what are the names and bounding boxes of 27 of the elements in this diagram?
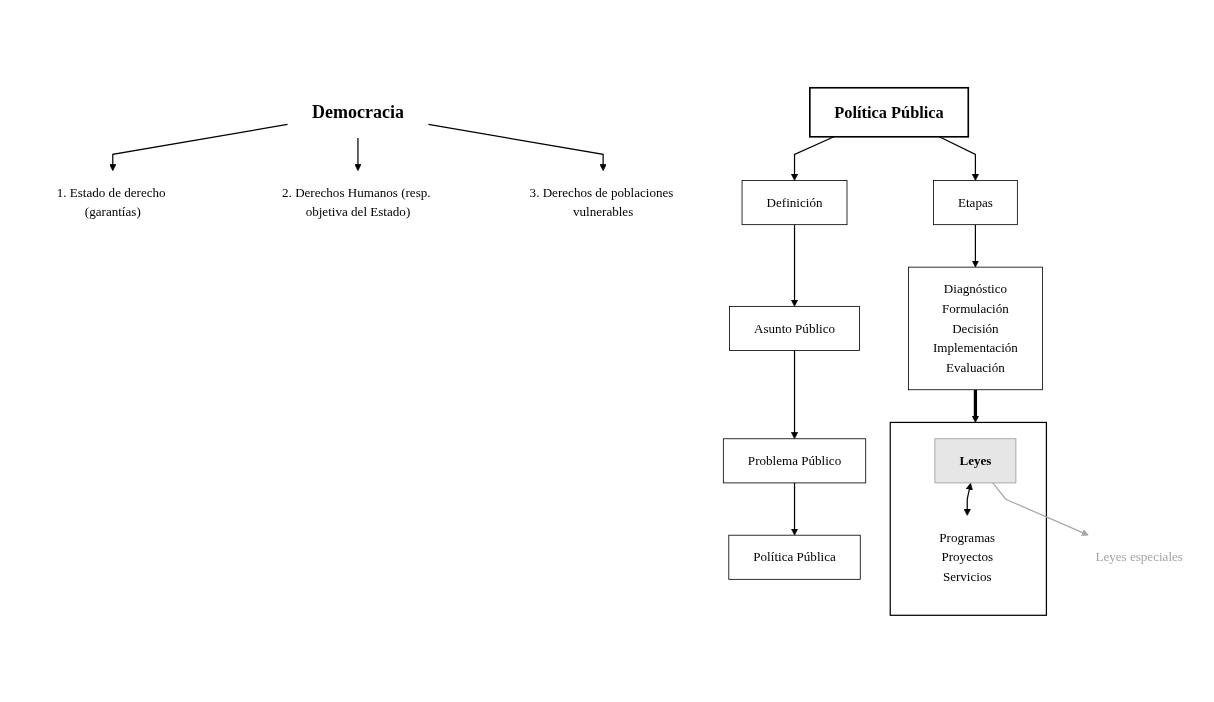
node-box: Diagnóstico Formulación Decisión Implementación Evaluación	[908, 266, 1043, 391]
node-box: Leyes	[934, 438, 1017, 484]
node-text: Leyes especiales	[1095, 549, 1183, 564]
arrow	[354, 137, 362, 172]
node-box: Definición	[741, 180, 848, 226]
arrow	[790, 136, 835, 181]
cluster	[889, 421, 1048, 616]
arrow	[963, 482, 973, 516]
node-box: Asunto Público	[729, 306, 860, 351]
arrow	[938, 136, 979, 181]
arrow	[109, 123, 289, 172]
node-text: Programas Proyectos Servicios	[939, 530, 996, 584]
node-box: Política Pública	[728, 534, 861, 580]
node-text: Democracia	[312, 102, 404, 123]
arrow	[971, 224, 979, 268]
node-text: 2. Derechos Humanos (resp. objetiva del Estado)	[282, 185, 431, 220]
arrow	[971, 389, 979, 423]
node-box: Etapas	[933, 180, 1018, 226]
arrow	[790, 224, 799, 307]
arrow	[427, 123, 607, 172]
node-box: Problema Público	[722, 438, 867, 484]
node-text: 1. Estado de derecho (garantías)	[56, 185, 166, 220]
arrow	[790, 349, 799, 440]
node-text: 3. Derechos de poblaciones vulnerables	[529, 185, 674, 220]
node-box: Política Pública	[809, 87, 970, 138]
arrow	[992, 482, 1089, 536]
arrow	[790, 482, 799, 536]
